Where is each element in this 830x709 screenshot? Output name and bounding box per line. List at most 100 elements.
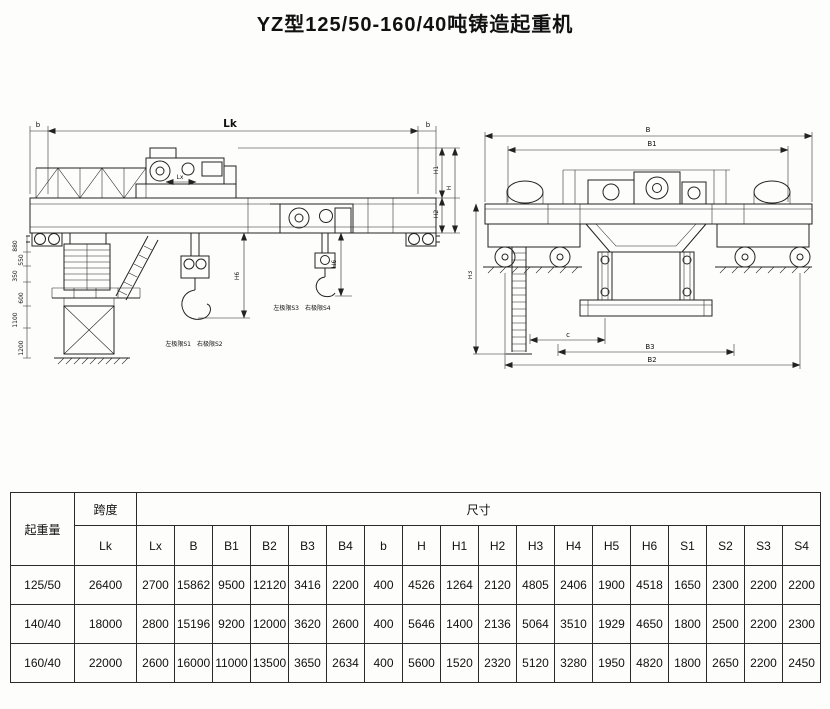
cell-dim: 1800 xyxy=(668,604,707,644)
header-dim-s1: S1 xyxy=(668,525,707,566)
table-header-row-2: Lk Lx B B1 B2 B3 B4 b H H1 H2 H3 H4 H5 H… xyxy=(11,525,822,566)
h6-main-dimension-label: H6 xyxy=(234,272,241,281)
front-main-trolley: Lx xyxy=(135,147,237,199)
cell-capacity: 160/40 xyxy=(10,643,75,683)
cell-dim: 2700 xyxy=(136,565,175,605)
cell-dim: 1400 xyxy=(440,604,479,644)
cell-dim: 2120 xyxy=(478,565,517,605)
cell-span: 26400 xyxy=(74,565,137,605)
header-dim-b3: B3 xyxy=(288,525,327,566)
header-dim-h2: H2 xyxy=(478,525,517,566)
b-right-dimension-label: b xyxy=(426,121,431,129)
cell-dim: 2600 xyxy=(136,643,175,683)
cell-dim: 15862 xyxy=(174,565,213,605)
header-dim-b4: B4 xyxy=(326,525,365,566)
cell-dim: 1650 xyxy=(668,565,707,605)
cell-dim: 2600 xyxy=(326,604,365,644)
header-dim-lx: Lx xyxy=(136,525,175,566)
cell-dim: 1264 xyxy=(440,565,479,605)
end-view-drawing: B B1 xyxy=(468,126,813,369)
h-dimension-label: H xyxy=(446,186,453,191)
end-h3-dimension: H3 xyxy=(468,203,506,355)
header-lifting-capacity: 起重量 xyxy=(10,492,75,566)
dim-350-label: 350 xyxy=(12,270,19,282)
cell-dim: 3620 xyxy=(288,604,327,644)
header-dimensions: 尺寸 xyxy=(135,492,822,526)
cell-capacity: 125/50 xyxy=(10,565,75,605)
main-hook-limit-label: 左极限S1 右极限S2 xyxy=(165,340,222,348)
h1-dimension-label: H1 xyxy=(433,166,440,175)
cell-dim: 12000 xyxy=(250,604,289,644)
cell-dim: 4650 xyxy=(630,604,669,644)
cell-dim: 2650 xyxy=(706,643,745,683)
cell-dim: 4820 xyxy=(630,643,669,683)
cell-dim: 1800 xyxy=(668,643,707,683)
cell-dim: 5646 xyxy=(402,604,441,644)
cell-span: 18000 xyxy=(74,604,137,644)
cell-dim: 2300 xyxy=(781,604,822,644)
table-row-140-40: 140/40 18000 2800 15196 9200 12000 3620 … xyxy=(10,604,822,644)
header-dim-h5: H5 xyxy=(592,525,631,566)
cell-dim: 9500 xyxy=(212,565,251,605)
cell-dim: 11000 xyxy=(212,643,251,683)
cell-dim: 400 xyxy=(364,604,403,644)
cell-dim: 2406 xyxy=(554,565,593,605)
cell-dim: 9200 xyxy=(212,604,251,644)
end-hook-links xyxy=(597,251,695,301)
b2-dimension-label: B2 xyxy=(647,356,656,364)
front-h6-dimensions: H6 H6 xyxy=(198,232,352,319)
cell-dim: 2800 xyxy=(136,604,175,644)
aux-hook-limit-label: 左极限S3 右极限S4 xyxy=(273,304,330,312)
dim-880-label: 880 xyxy=(12,240,19,252)
end-b-dimensions: B B1 xyxy=(484,126,813,202)
front-hook-limit-labels: 左极限S3 右极限S4 左极限S1 右极限S2 xyxy=(165,304,330,348)
header-dim-h4: H4 xyxy=(554,525,593,566)
end-trolley-frame xyxy=(585,223,707,253)
cell-dim: 1900 xyxy=(592,565,631,605)
cell-dim: 2200 xyxy=(781,565,822,605)
end-carriages-wheels xyxy=(483,223,812,274)
header-dim-b1: B1 xyxy=(212,525,251,566)
cell-dim: 3510 xyxy=(554,604,593,644)
cell-dim: 2450 xyxy=(781,643,822,683)
end-lifting-beam xyxy=(579,299,713,317)
end-bottom-dimensions: c B3 B2 xyxy=(504,273,801,369)
front-aux-hook xyxy=(314,233,336,298)
end-bridge-girders xyxy=(484,203,813,225)
cell-dim: 4518 xyxy=(630,565,669,605)
cell-dim: 5064 xyxy=(516,604,555,644)
cell-dim: 400 xyxy=(364,643,403,683)
lk-dimension-label: Lk xyxy=(223,118,238,130)
table-header-row-1: 起重量 跨度 尺寸 xyxy=(10,492,822,566)
cell-dim: 1520 xyxy=(440,643,479,683)
cell-dim: 2500 xyxy=(706,604,745,644)
front-lk-dimension: Lk b b xyxy=(29,118,437,194)
cell-dim: 16000 xyxy=(174,643,213,683)
c-dimension-label: c xyxy=(566,331,570,339)
cell-dim: 4526 xyxy=(402,565,441,605)
end-top-machinery xyxy=(506,169,791,205)
header-dim-s3: S3 xyxy=(744,525,783,566)
cell-dim: 5600 xyxy=(402,643,441,683)
header-dim-h1: H1 xyxy=(440,525,479,566)
front-end-trucks xyxy=(26,232,440,247)
b-dimension-label: B xyxy=(646,126,651,134)
cell-dim: 4805 xyxy=(516,565,555,605)
cell-dim: 2200 xyxy=(744,643,783,683)
cell-dim: 2200 xyxy=(744,565,783,605)
header-dim-b-upper: B xyxy=(174,525,213,566)
header-dim-b2: B2 xyxy=(250,525,289,566)
dim-550-label: 550 xyxy=(18,254,25,266)
cell-dim: 5120 xyxy=(516,643,555,683)
front-height-dimensions: H1 H H2 xyxy=(238,147,460,234)
lx-dimension-label: Lx xyxy=(177,174,184,181)
cell-dim: 13500 xyxy=(250,643,289,683)
h3-dimension-label: H3 xyxy=(468,271,474,280)
header-dim-h: H xyxy=(402,525,441,566)
front-view-drawing: Lk b b Lx xyxy=(12,118,460,365)
cell-dim: 2634 xyxy=(326,643,365,683)
cell-dim: 2200 xyxy=(744,604,783,644)
header-dim-b-lower: b xyxy=(364,525,403,566)
cell-dim: 1929 xyxy=(592,604,631,644)
b-left-dimension-label: b xyxy=(36,121,41,129)
